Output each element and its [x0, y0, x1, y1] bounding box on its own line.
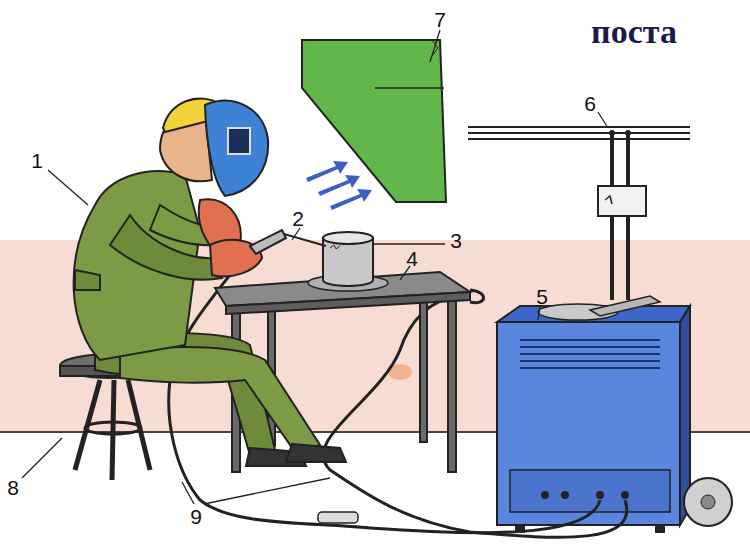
callout-number: 7 — [434, 9, 446, 30]
machine-wheel — [684, 478, 732, 526]
welder — [74, 99, 346, 466]
machine-vents — [520, 340, 660, 368]
callout-number: 2 — [292, 208, 304, 229]
welding-machine — [497, 322, 680, 525]
power-lines — [468, 127, 690, 139]
heading: поста — [591, 15, 677, 49]
callout-number: 4 — [406, 248, 418, 269]
leader-lines — [22, 30, 608, 504]
workpiece — [323, 238, 373, 286]
exhaust-hood — [302, 40, 446, 202]
callout-number: 8 — [7, 477, 19, 498]
callout-number: 5 — [536, 286, 548, 307]
callout-number: 3 — [450, 230, 462, 251]
callout-number: 1 — [31, 150, 43, 171]
airflow-arrows — [306, 161, 372, 210]
hood-seam — [375, 87, 444, 89]
callout-number: 6 — [584, 93, 596, 114]
helmet-glass — [228, 128, 250, 154]
switch-box — [598, 186, 646, 216]
callout-number: 9 — [190, 506, 202, 527]
machine-panel — [510, 470, 670, 512]
cable-connector — [318, 512, 358, 523]
